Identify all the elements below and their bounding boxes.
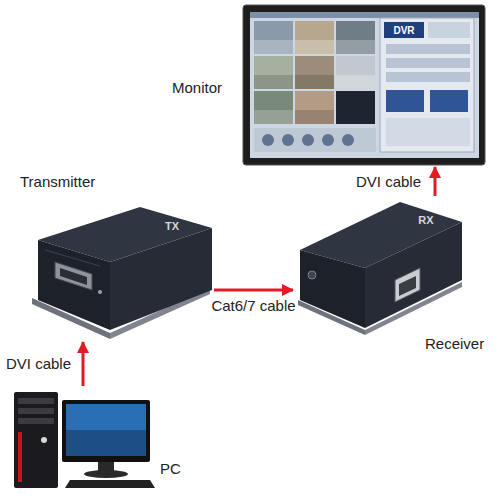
camera-thumbnails-part [336,56,375,89]
camera-thumbnails-part [254,75,293,89]
toolbar [254,128,376,152]
receiver-picture-part [395,268,420,302]
dvr-panel-part [386,44,470,54]
camera-thumbnails-part [295,21,334,54]
dvr-panel-part [386,118,470,146]
printed-marking: RX [416,213,436,227]
device-name: Receiver [425,335,484,353]
dvr-panel [380,18,474,152]
device-node: Monitor [243,5,485,165]
cable-arrow [82,342,85,386]
pc-picture-part [84,470,128,478]
dvr-panel-part [428,22,470,38]
dvr-panel-part [384,22,424,38]
transmitter-picture-part [45,250,100,266]
pc-picture [14,392,155,488]
transmitter-picture-part [110,228,212,330]
cable-label: DVI cable [4,355,73,373]
camera-thumbnails [254,21,375,124]
monitor-picture [243,5,485,165]
camera-thumbnails-part [254,110,293,124]
camera-thumbnails-part [336,21,375,54]
dvr-panel-part [430,90,468,112]
pc-picture-part [66,404,146,456]
camera-thumbnails-part [254,21,293,54]
dvr-panel-part [380,18,474,152]
camera-thumbnails-part [295,75,334,89]
pc-picture-part [66,430,146,456]
transmitter-picture-part [55,262,92,290]
dvr-panel-part [386,90,424,112]
receiver-picture [298,202,462,335]
cable-arrow [214,289,293,292]
device-node: Receiver [295,198,465,335]
pc-picture-part [14,392,58,488]
pc-picture-part [18,408,54,414]
pc-picture-part [18,432,22,482]
receiver-picture-part [365,222,462,328]
toolbar-part [282,134,294,146]
device-name: PC [160,460,181,478]
toolbar-part [262,134,274,146]
camera-thumbnails-part [254,56,293,89]
transmitter-picture-part [60,268,87,285]
cable-label: Cat6/7 cable [209,297,297,315]
receiver-picture-part [399,276,416,296]
camera-thumbnails-part [295,56,334,89]
dvr-panel-part [386,72,470,82]
receiver-picture-part [308,271,316,279]
toolbar-part [254,128,376,152]
transmitter-picture-part [38,240,110,330]
pc-picture-part [41,437,47,443]
device-node: Transmitter [30,205,212,340]
transmitter-picture [32,207,212,339]
pc-picture-part [18,398,54,404]
dvr-panel-part [386,58,470,68]
monitor-picture-part [243,5,485,165]
toolbar-part [302,134,314,146]
camera-thumbnails-part [295,91,334,124]
monitor-picture-part [250,12,479,18]
camera-thumbnails-part [254,91,293,124]
pc-picture-part [18,418,54,424]
cable-arrow [434,167,437,196]
camera-thumbnails-part [254,40,293,54]
camera-thumbnails-part [295,40,334,54]
printed-marking: DVR [384,22,424,38]
receiver-picture-part [300,250,365,328]
printed-marking: TX [162,219,182,233]
toolbar-part [322,134,334,146]
device-name: Monitor [172,79,222,97]
transmitter-picture-part [98,290,102,294]
pc-picture-part [62,400,150,462]
camera-thumbnails-part [336,40,375,54]
pc-picture-part [65,480,155,488]
camera-thumbnails-part [295,110,334,124]
monitor-picture-part [250,12,479,158]
device-node: PC [10,388,155,492]
device-name: Transmitter [20,173,95,191]
toolbar-part [342,134,354,146]
cable-label: DVI cable [354,173,423,191]
camera-thumbnails-part [336,91,375,124]
camera-thumbnails-part [336,75,375,89]
